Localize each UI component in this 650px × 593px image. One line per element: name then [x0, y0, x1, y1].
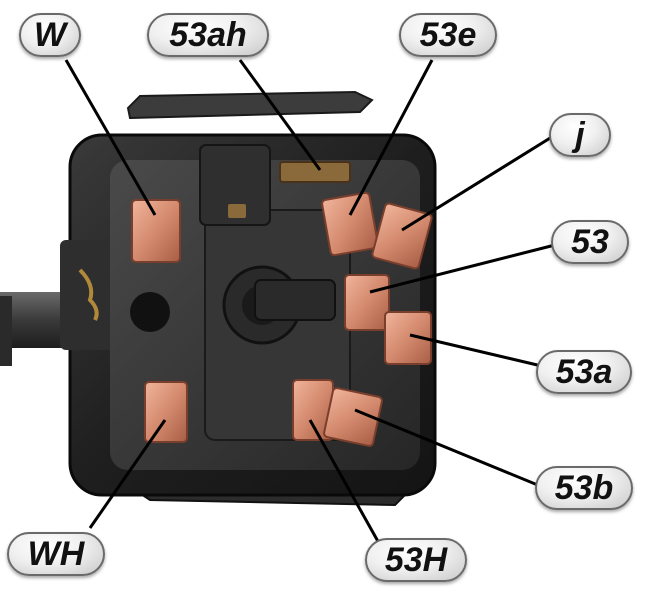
- leader-53ah: [238, 59, 322, 171]
- terminals: [131, 161, 433, 447]
- gold-wire: [78, 268, 99, 321]
- label-53: 53: [551, 220, 629, 264]
- label-53e: 53e: [399, 13, 497, 57]
- label-53a: 53a: [536, 350, 632, 394]
- leader-53: [369, 243, 556, 294]
- leader-w: [64, 59, 157, 216]
- bracket-top: [126, 90, 374, 120]
- leader-lines: [64, 59, 556, 546]
- mount-hole: [130, 292, 170, 332]
- lever-stalk-end: [0, 296, 12, 366]
- label-53h: 53H: [365, 538, 467, 582]
- terminal-53a: [384, 311, 432, 365]
- terminal-wh: [144, 381, 188, 443]
- terminal-small: [228, 204, 246, 218]
- terminal-53e: [321, 191, 379, 257]
- label-53b: 53b: [535, 466, 633, 510]
- leader-wh: [88, 419, 167, 529]
- label-w: W: [19, 13, 81, 57]
- terminal-53b: [323, 387, 383, 447]
- terminal-53: [344, 274, 390, 331]
- terminal-w: [131, 199, 181, 263]
- pivot-arm: [254, 279, 336, 321]
- leader-53a: [409, 333, 551, 370]
- leader-j: [401, 133, 556, 232]
- label-j: j: [549, 113, 611, 157]
- label-wh: WH: [7, 532, 105, 576]
- leader-53e: [348, 59, 434, 216]
- label-53ah: 53ah: [147, 13, 269, 57]
- leader-53b: [354, 408, 546, 490]
- top-tab: [199, 144, 271, 226]
- leader-53h: [308, 419, 382, 546]
